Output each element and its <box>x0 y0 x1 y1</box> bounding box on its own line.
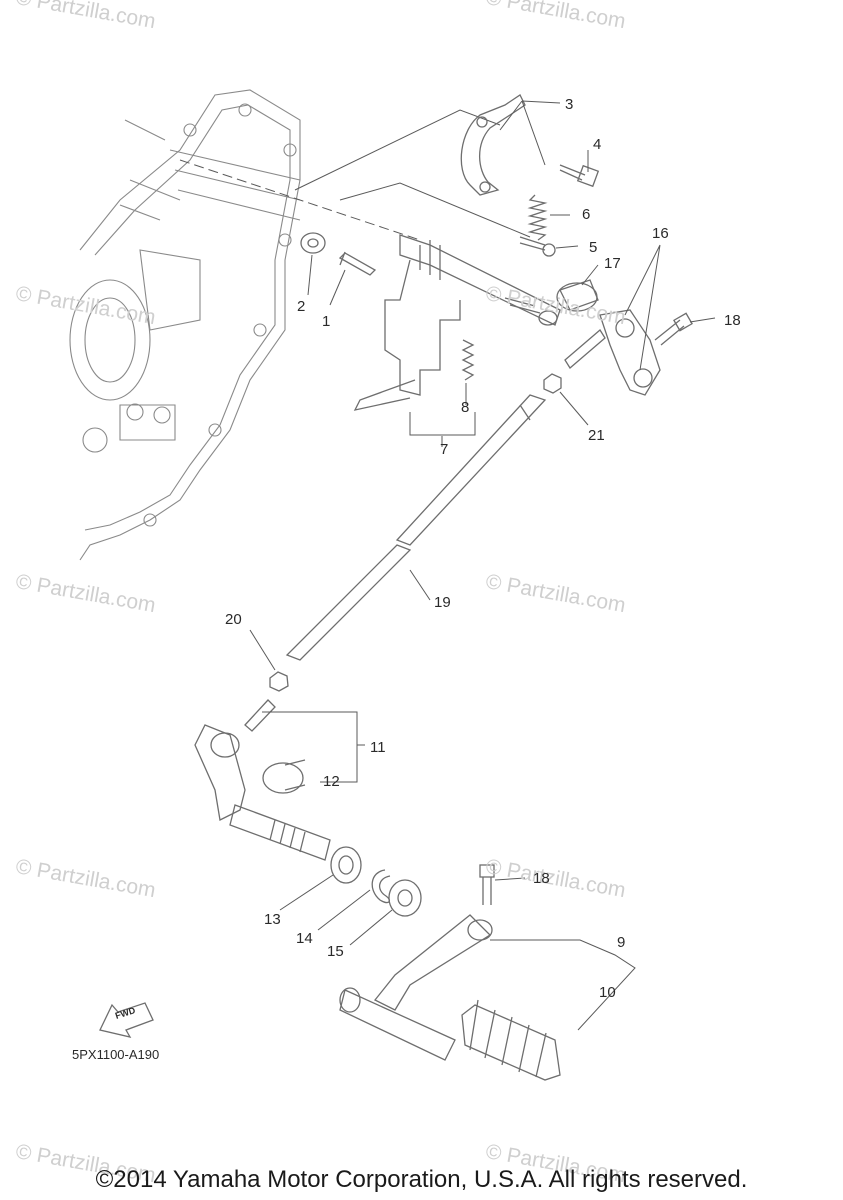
callout-12: 12 <box>323 773 340 790</box>
shift-lever-arm <box>194 699 331 861</box>
center-lines <box>179 109 531 241</box>
callout-6: 6 <box>582 206 591 223</box>
copyright: ©2014 Yamaha Motor Corporation, U.S.A. A… <box>95 1166 748 1193</box>
callout-1: 1 <box>322 313 331 330</box>
callout-4: 4 <box>593 136 602 153</box>
bolt-18-bottom <box>479 864 495 905</box>
callout-8: 8 <box>461 399 470 416</box>
callout-13: 13 <box>264 911 281 928</box>
callout-18: 18 <box>724 312 741 329</box>
shift-rod-19 <box>285 394 547 661</box>
bracket-7 <box>409 412 476 436</box>
bolt-18-top <box>654 312 693 346</box>
callout-14: 14 <box>296 930 313 947</box>
callout-3: 3 <box>565 96 574 113</box>
pin-5 <box>519 236 556 257</box>
bolt-1 <box>338 251 377 276</box>
engine-case <box>69 89 301 561</box>
stopper-lever <box>460 94 526 196</box>
callout-10: 10 <box>599 984 616 1001</box>
footpeg-rubber <box>461 999 561 1081</box>
callout-5: 5 <box>589 239 598 256</box>
callout-18: 18 <box>533 870 550 887</box>
rod-end-bolt <box>564 329 606 369</box>
spring-8 <box>461 339 475 381</box>
callout-16: 16 <box>652 225 669 242</box>
callout-11: 11 <box>370 739 386 756</box>
callout-2: 2 <box>297 298 306 315</box>
callout-19: 19 <box>434 594 451 611</box>
shift-shaft <box>353 234 561 411</box>
fwd-arrow <box>99 1002 154 1038</box>
callout-20: 20 <box>225 611 242 628</box>
circlip-14 <box>371 869 391 904</box>
bolt-4 <box>559 164 600 188</box>
leader-lines <box>249 100 716 1031</box>
shift-pedal <box>339 914 493 1061</box>
diagram-reference: 5PX1100-A190 <box>72 1047 160 1062</box>
callout-7: 7 <box>440 441 449 458</box>
nut-20 <box>269 671 289 692</box>
spring-6 <box>527 194 548 241</box>
washer-2 <box>300 232 326 254</box>
callout-21: 21 <box>588 427 605 444</box>
nut-21 <box>543 373 562 394</box>
callout-9: 9 <box>617 934 626 951</box>
callout-17: 17 <box>604 255 621 272</box>
collar-15 <box>388 879 422 917</box>
washer-13 <box>330 846 362 884</box>
callout-15: 15 <box>327 943 344 960</box>
shift-arm <box>556 279 661 396</box>
